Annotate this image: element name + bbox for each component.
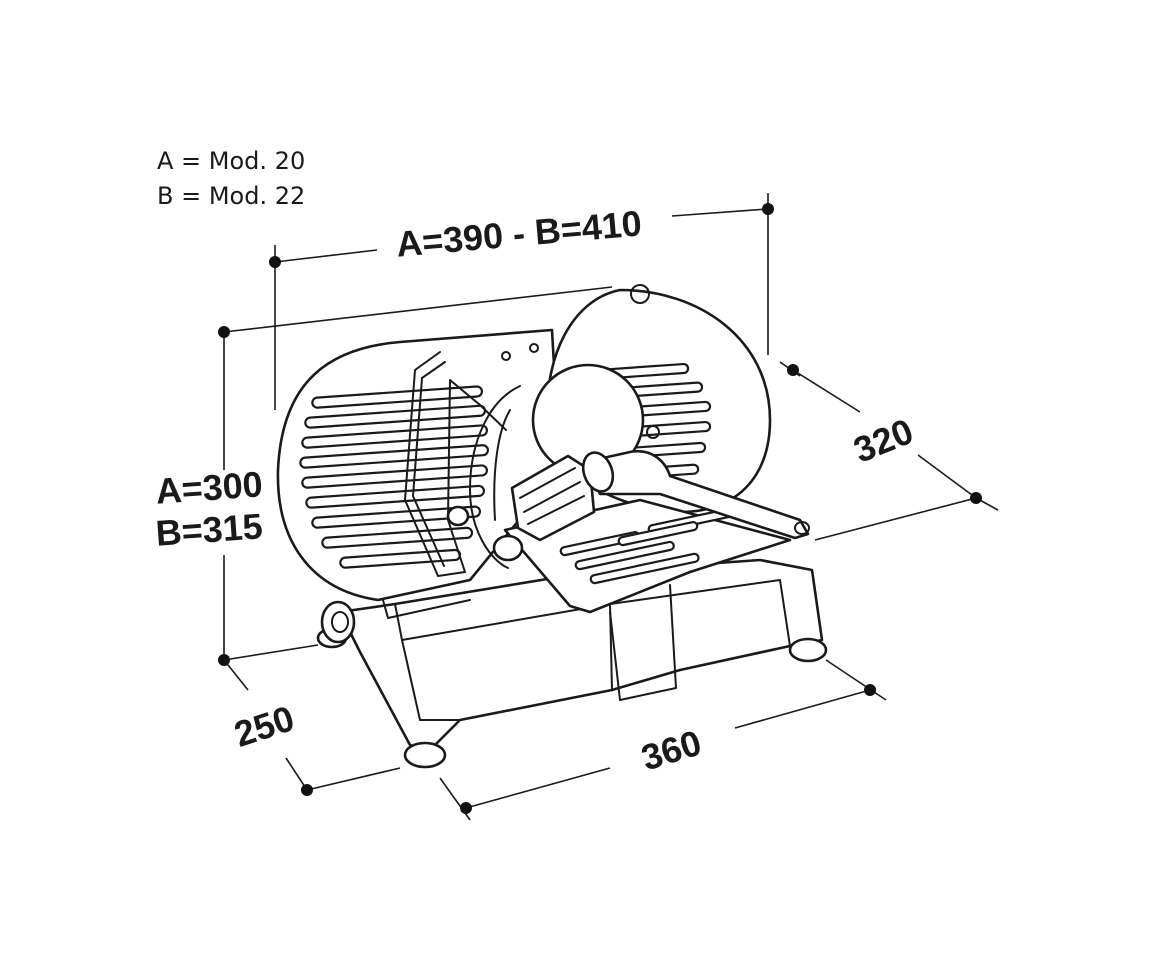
depth-left-dot-bottom xyxy=(301,784,313,796)
housing-vent-slots xyxy=(299,385,490,569)
carriage-handle-bar xyxy=(583,449,810,540)
depth-left-ref-top xyxy=(223,644,319,661)
pusher-arm-frame xyxy=(404,351,507,577)
height-dim-dot-top xyxy=(218,326,230,338)
pusher-pivot xyxy=(446,505,470,527)
width-label: A=390 - B=410 xyxy=(395,202,644,264)
base-front-bottom xyxy=(401,639,461,721)
depth-right-label: 320 xyxy=(848,410,919,471)
vent-slot xyxy=(301,464,489,489)
foot-front-right xyxy=(788,637,828,663)
depth-right-dot-bottom xyxy=(970,492,982,504)
vent-slot xyxy=(301,424,489,449)
vent-slot xyxy=(321,526,474,549)
clamp-ridges xyxy=(519,467,585,525)
blade-guard-ring xyxy=(469,385,521,569)
width-dim-line-right xyxy=(671,208,769,217)
tray-slot xyxy=(574,540,675,571)
vent-slot xyxy=(305,484,486,509)
food-holder-clamp xyxy=(510,454,596,542)
base-length-dot-right xyxy=(864,684,876,696)
depth-right-dot-top xyxy=(787,364,799,376)
depth-right-line-bottom xyxy=(917,454,977,499)
foot-front-left xyxy=(403,741,447,769)
side-knob-center xyxy=(331,611,349,633)
top-reference-line xyxy=(223,286,613,333)
dimension-lines xyxy=(218,193,999,821)
depth-left-ref-bottom xyxy=(306,767,401,791)
width-dim-dot-right xyxy=(762,203,774,215)
carriage-tray xyxy=(503,498,792,614)
housing-lower-panel xyxy=(382,599,471,619)
base-length-line-left xyxy=(465,767,611,809)
side-knob xyxy=(320,600,356,644)
vent-slot xyxy=(299,444,490,469)
legend-line-b: B = Mod. 22 xyxy=(157,182,306,210)
screw-icon xyxy=(529,343,539,353)
height-label-a: A=300 xyxy=(154,463,264,511)
carriage-support xyxy=(609,584,677,701)
screw-icon xyxy=(501,351,511,361)
base-length-ext-right xyxy=(825,659,887,701)
base-front-edge xyxy=(394,603,613,691)
tray-slot xyxy=(589,552,700,585)
pusher-knob xyxy=(492,534,524,562)
vent-slot xyxy=(311,505,482,529)
blade-cover-knob xyxy=(630,284,650,304)
height-label-b: B=315 xyxy=(154,505,264,553)
depth-left-label: 250 xyxy=(229,697,299,755)
depth-right-line-top xyxy=(792,369,861,413)
handle-end-knob xyxy=(581,451,615,493)
tray-slot xyxy=(617,521,699,547)
depth-left-line-bottom xyxy=(285,757,308,791)
handle-tip xyxy=(794,521,810,535)
base-length-line-right xyxy=(734,689,871,729)
meat-slicer-illustration xyxy=(276,284,828,769)
depth-left-line-top xyxy=(223,659,249,691)
base-length-dot-left xyxy=(460,802,472,814)
width-dim-line-left xyxy=(274,249,378,263)
base-length-label: 360 xyxy=(637,722,706,779)
model-legend: A = Mod. 20 B = Mod. 22 xyxy=(157,144,305,214)
blade-center-screw xyxy=(646,425,660,439)
width-dim-dot-left xyxy=(269,256,281,268)
legend-line-a: A = Mod. 20 xyxy=(157,147,306,175)
pusher-arm-inner xyxy=(412,361,446,567)
carriage-tray-slots xyxy=(559,506,739,585)
blade-guard-ring-inner xyxy=(493,409,511,521)
vent-slot xyxy=(311,385,484,409)
depth-right-ref-line xyxy=(814,497,977,541)
base-side-edge xyxy=(609,579,791,647)
